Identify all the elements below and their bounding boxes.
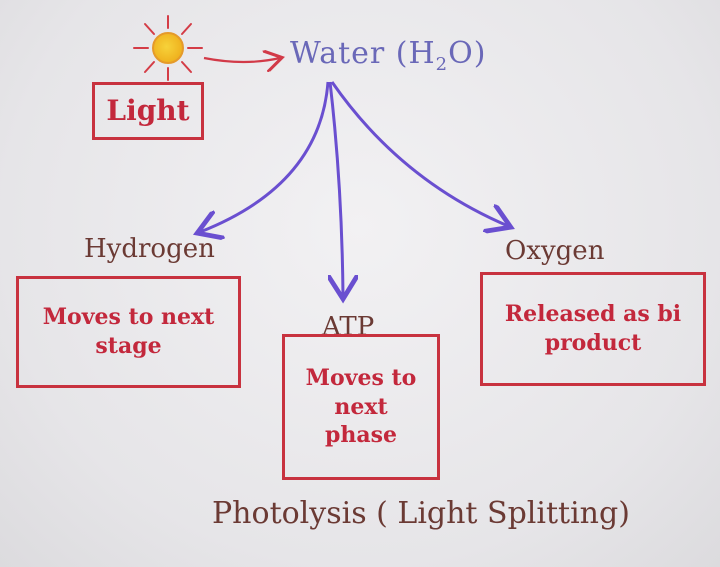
light-box: Light <box>92 82 204 140</box>
water-label: Water (H2O) <box>290 36 487 75</box>
atp-label: ATP <box>322 312 375 342</box>
oxygen-label: Oxygen <box>505 236 605 266</box>
water-to-atp-arrow <box>330 81 343 296</box>
hydrogen-label: Hydrogen <box>84 234 215 264</box>
sun-icon <box>152 32 184 64</box>
sun-rays <box>133 15 203 81</box>
light-to-water-arrow <box>203 58 280 62</box>
hydrogen-note-box: Moves to next stage <box>16 276 241 388</box>
light-label: Light <box>106 93 190 127</box>
hydrogen-note: Moves to next stage <box>42 304 215 359</box>
oxygen-note-box: Released as bi product <box>480 272 706 386</box>
diagram-title: Photolysis ( Light Splitting) <box>212 496 630 531</box>
water-to-oxygen-arrow <box>330 81 508 226</box>
atp-note: Moves to next phase <box>305 365 417 449</box>
atp-note-box: Moves to next phase <box>282 334 440 480</box>
oxygen-note: Released as bi product <box>504 301 682 356</box>
water-to-hydrogen-arrow <box>200 81 330 232</box>
water-subscript: 2 <box>435 54 449 75</box>
